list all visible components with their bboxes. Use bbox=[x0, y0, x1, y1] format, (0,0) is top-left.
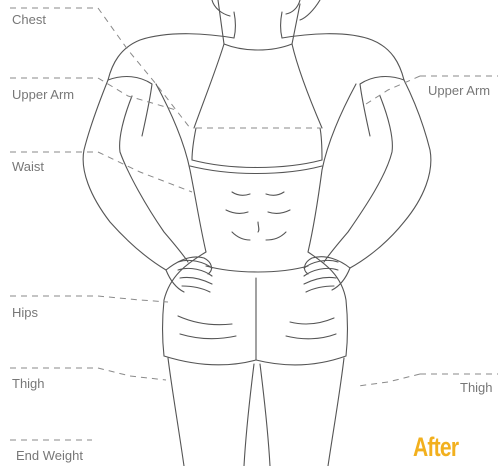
chest-label: Chest bbox=[12, 13, 46, 26]
upper-arm-left-label: Upper Arm bbox=[12, 88, 74, 101]
end-weight-label: End Weight bbox=[16, 449, 83, 462]
hips-label: Hips bbox=[12, 306, 38, 319]
waist-label: Waist bbox=[12, 160, 44, 173]
thigh-right-label: Thigh bbox=[460, 381, 493, 394]
upper-arm-right-label: Upper Arm bbox=[428, 84, 490, 97]
after-badge: After bbox=[413, 434, 458, 461]
thigh-left-label: Thigh bbox=[12, 377, 45, 390]
